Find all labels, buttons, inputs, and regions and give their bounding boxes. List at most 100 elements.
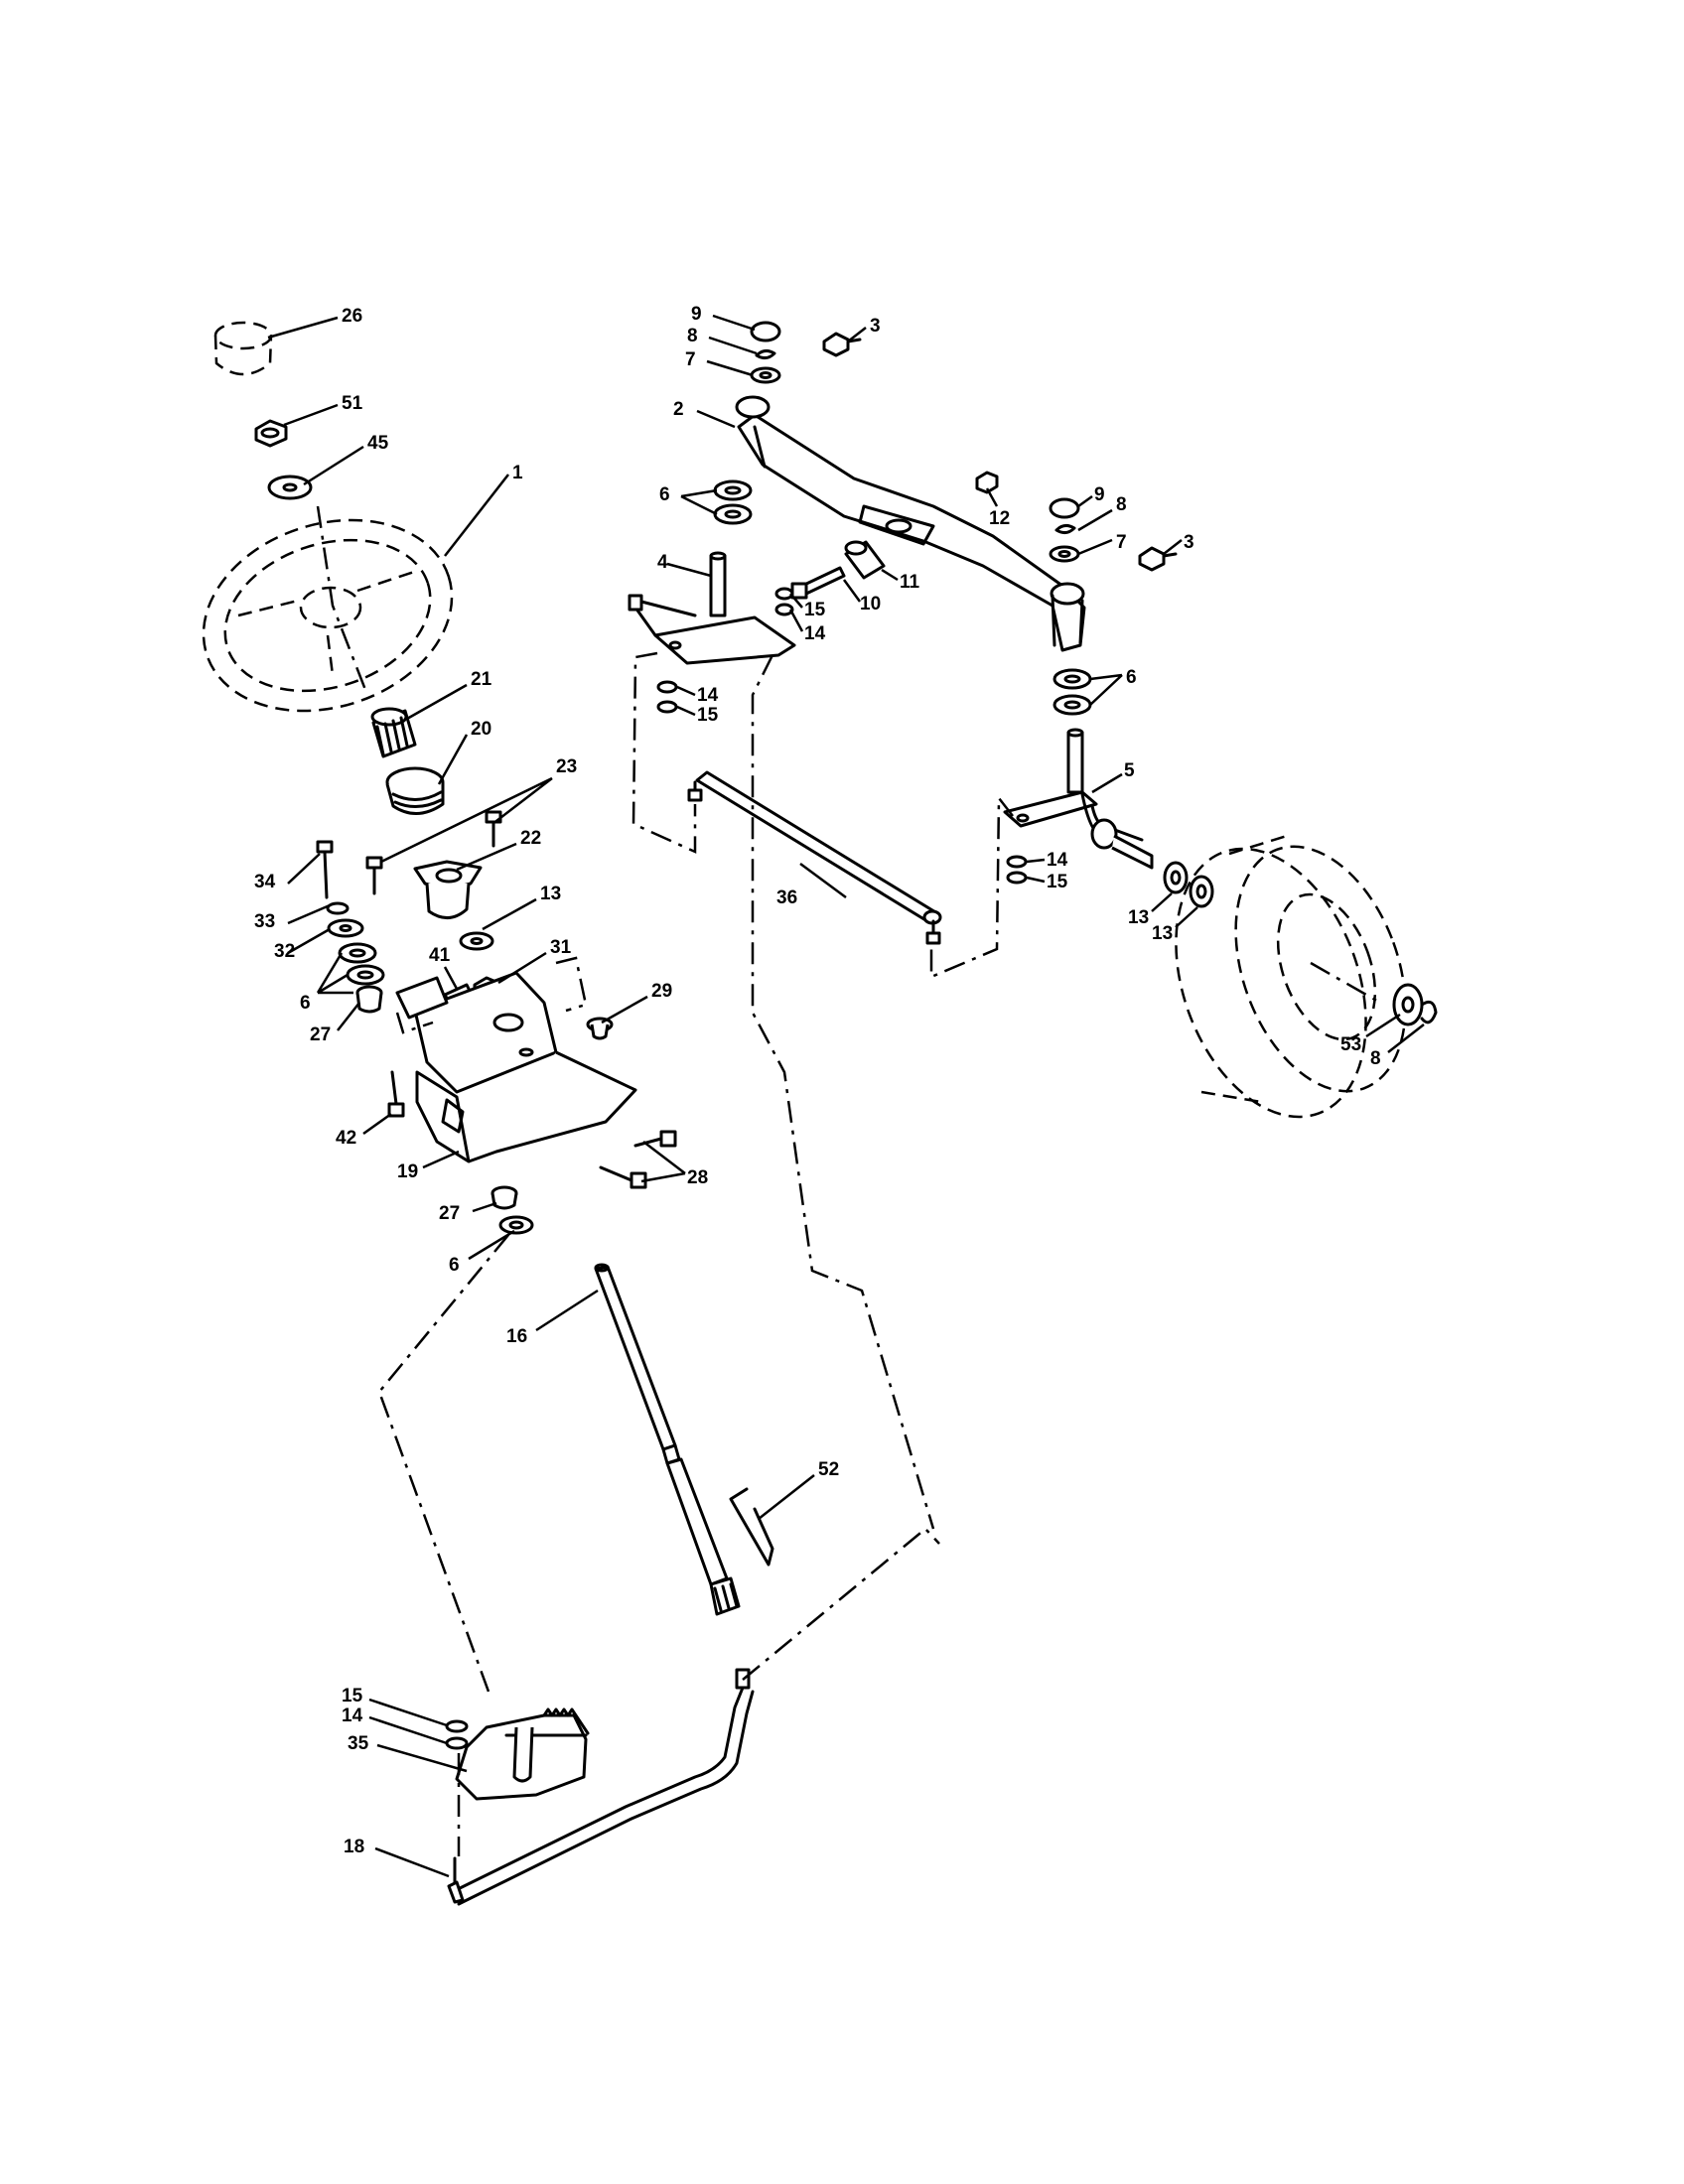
cap-9-left <box>750 321 781 342</box>
nut-12 <box>975 471 999 494</box>
nut-15-upper <box>774 587 794 601</box>
washers-13-right <box>1163 861 1214 908</box>
washer-14-left <box>656 680 678 694</box>
callout-11: 11 <box>900 572 920 593</box>
callout-3b: 3 <box>1184 532 1194 553</box>
callout-7b: 7 <box>1116 532 1127 553</box>
callout-20: 20 <box>471 719 491 740</box>
callout-14a: 14 <box>342 1706 363 1726</box>
callout-52: 52 <box>818 1459 839 1480</box>
callout-51: 51 <box>342 393 363 414</box>
callout-21: 21 <box>471 669 492 690</box>
cap-9-right <box>1049 497 1080 519</box>
washer-7-right <box>1049 545 1080 563</box>
boot-20 <box>385 766 445 815</box>
steering-cap-26 <box>213 321 273 376</box>
callout-4: 4 <box>657 552 668 573</box>
nut-15-right <box>1006 871 1028 885</box>
callout-23: 23 <box>556 756 577 777</box>
leader-lines <box>267 314 1425 1878</box>
wheel-53 <box>1175 834 1407 1119</box>
callout-36: 36 <box>776 887 797 908</box>
callout-13a: 13 <box>540 884 561 904</box>
washer-7-left <box>750 366 781 384</box>
clip-8-left <box>755 348 776 360</box>
bolt-42 <box>387 1070 405 1118</box>
guide-line-tierod-route <box>751 654 935 1530</box>
callout-9b: 9 <box>1094 484 1105 505</box>
bolt-10 <box>790 566 846 600</box>
nut-51 <box>254 419 288 448</box>
callout-14d: 14 <box>1047 850 1068 871</box>
bolt-34 <box>316 840 334 899</box>
adapter-21 <box>370 707 417 758</box>
callout-15c: 15 <box>697 705 719 726</box>
callout-32: 32 <box>274 941 295 962</box>
callout-10: 10 <box>860 594 881 614</box>
sector-gear-35 <box>455 1707 590 1801</box>
callout-14c: 14 <box>697 685 719 706</box>
bearing-6-lower <box>498 1215 534 1235</box>
lockwasher-33 <box>326 901 350 915</box>
centerline <box>316 505 369 696</box>
spacer-27-lower <box>491 1185 518 1210</box>
steering-wheel-1 <box>202 518 454 713</box>
callout-8c: 8 <box>1370 1048 1381 1069</box>
callout-15b: 15 <box>804 600 826 620</box>
callout-28: 28 <box>687 1167 708 1188</box>
callout-27b: 27 <box>439 1203 460 1224</box>
callout-16: 16 <box>506 1326 527 1347</box>
washer-14-upper <box>774 603 794 616</box>
callout-27a: 27 <box>310 1024 331 1045</box>
drag-link <box>450 1668 755 1906</box>
callout-18: 18 <box>344 1837 364 1857</box>
callout-29: 29 <box>651 981 672 1002</box>
washer-45 <box>267 475 313 500</box>
callout-41: 41 <box>429 945 451 966</box>
callout-12: 12 <box>989 508 1010 529</box>
callout-7a: 7 <box>685 349 696 370</box>
callout-26: 26 <box>342 306 362 327</box>
bushing-29 <box>586 1017 614 1040</box>
axle-beam-2 <box>735 395 1086 652</box>
bolts-28 <box>599 1130 677 1189</box>
spindle-5 <box>1003 728 1154 870</box>
bearings-6-axle-right <box>1052 668 1092 716</box>
spring-52 <box>729 1487 774 1567</box>
callout-34: 34 <box>254 872 276 892</box>
bolt-18 <box>447 1856 465 1904</box>
callout-14b: 14 <box>804 623 826 644</box>
callout-31: 31 <box>550 937 572 958</box>
clip-8-wheel <box>1420 1000 1438 1024</box>
bearings-6-left <box>338 942 385 986</box>
guide-line-spindle-left <box>632 651 697 854</box>
guide-line-bracket-b <box>395 1012 434 1034</box>
callout-6c: 6 <box>659 484 670 505</box>
spacer-27-left <box>355 985 383 1014</box>
callout-6b: 6 <box>449 1255 460 1276</box>
callout-15a: 15 <box>342 1686 363 1706</box>
callout-2: 2 <box>673 399 684 420</box>
tie-rod-36 <box>687 770 942 945</box>
callout-labels: 26 51 45 1 21 20 23 22 34 33 32 6 27 13 … <box>254 304 1381 1857</box>
callout-33: 33 <box>254 911 275 932</box>
callout-5: 5 <box>1124 760 1135 781</box>
callout-13b: 13 <box>1128 907 1149 928</box>
callout-53: 53 <box>1340 1034 1361 1055</box>
callout-19: 19 <box>397 1161 418 1182</box>
callout-8a: 8 <box>687 326 698 346</box>
washer-53 <box>1392 983 1424 1026</box>
nut-15-left <box>656 700 678 714</box>
callout-8b: 8 <box>1116 494 1127 515</box>
bushing-22 <box>413 860 483 919</box>
callout-1: 1 <box>512 463 523 483</box>
guide-line-bracket-a <box>555 956 588 1013</box>
callout-3a: 3 <box>870 316 881 337</box>
bracket-19 <box>395 971 637 1163</box>
washer-14-sector <box>445 1736 469 1750</box>
washer-14-right <box>1006 855 1028 869</box>
washer-32 <box>327 918 364 938</box>
callout-6a: 6 <box>300 993 311 1014</box>
